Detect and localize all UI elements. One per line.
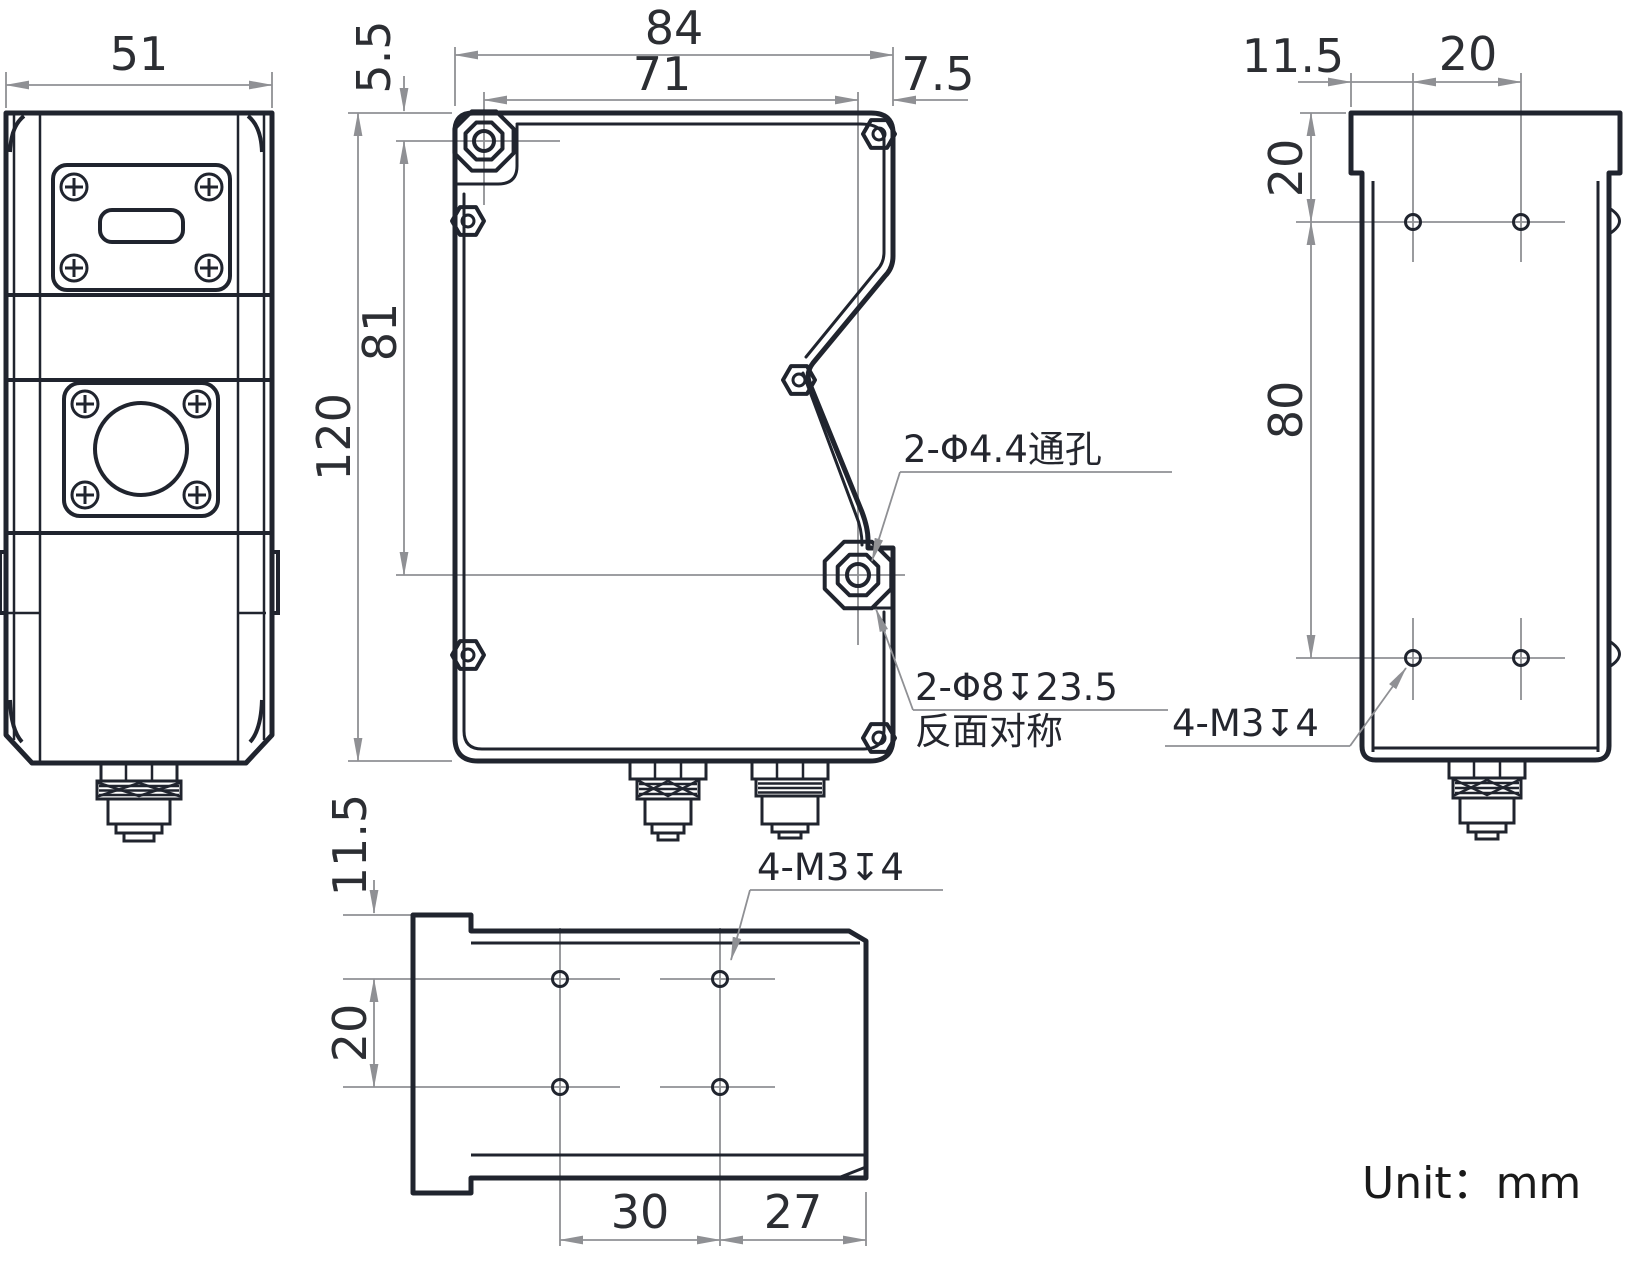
side-note-through-holes: 2-Φ4.4通孔	[871, 428, 1172, 562]
ethernet-connector	[750, 759, 830, 840]
dim-label-84: 84	[645, 1, 704, 55]
phillips-screw	[194, 172, 224, 202]
phillips-screw	[194, 253, 224, 283]
side-tab-right	[272, 550, 280, 615]
mounting-boss-mid-right	[822, 539, 894, 611]
dim-label-b20: 20	[323, 1004, 377, 1063]
back-body-outline	[1348, 110, 1623, 763]
lens-panel	[62, 381, 220, 518]
dim-label-51: 51	[110, 27, 169, 81]
hex-screw	[450, 205, 486, 237]
front-body-outline	[3, 110, 275, 766]
bottom-note-threaded-holes: 4-M3↧4	[730, 846, 943, 961]
bottom-dim-20: 20	[323, 978, 379, 1088]
m12-connector	[95, 761, 183, 843]
back-dim-80: 80	[1259, 221, 1316, 659]
lens-opening	[93, 401, 189, 497]
note-m3-label: 4-M3↧4	[1172, 702, 1319, 745]
side-dim-84: 84	[454, 1, 894, 60]
side-body-outline	[452, 110, 896, 764]
back-dim-20-left: 20	[1259, 112, 1316, 223]
hex-screw	[861, 722, 897, 754]
phillips-screw	[70, 480, 100, 510]
back-note-threaded-holes: 4-M3↧4	[1165, 667, 1407, 747]
dim-label-30: 30	[611, 1185, 670, 1239]
m12-connector-back	[1447, 758, 1527, 841]
indicator-panel	[51, 163, 232, 292]
bottom-dim-27: 27	[719, 1185, 867, 1245]
side-dim-7-5: 7.5	[892, 47, 975, 105]
hex-screw	[861, 118, 897, 150]
back-dim-11-5: 11.5	[1242, 29, 1413, 87]
bottom-dim-30: 30	[559, 1185, 721, 1245]
side-dim-120: 120	[307, 112, 363, 762]
dim-label-71: 71	[633, 47, 692, 101]
dim-label-5-5: 5.5	[347, 20, 401, 93]
back-view: 11.5 20 20 80 4-M3↧4	[1165, 27, 1623, 841]
dim-label-80: 80	[1259, 381, 1313, 440]
hex-screw	[781, 364, 817, 396]
bottom-extension-lines	[343, 914, 867, 1246]
dim-label-20-top: 20	[1439, 27, 1498, 81]
phillips-screw	[59, 172, 89, 202]
dim-label-81: 81	[353, 303, 407, 362]
front-view: 51	[0, 27, 280, 843]
dim-label-27: 27	[764, 1185, 823, 1239]
phillips-screw	[59, 253, 89, 283]
dim-label-7-5: 7.5	[901, 47, 974, 101]
dim-label-20-left: 20	[1259, 139, 1313, 198]
phillips-screw	[70, 389, 100, 419]
hex-screw	[450, 639, 486, 671]
front-dim-51: 51	[5, 27, 273, 108]
phillips-screw	[182, 480, 212, 510]
m12-power-connector	[628, 759, 708, 842]
note-through-holes-label: 2-Φ4.4通孔	[903, 428, 1102, 471]
dim-label-120: 120	[307, 393, 361, 481]
bottom-body-outline	[410, 912, 869, 1196]
side-dim-71: 71	[483, 47, 859, 105]
side-extension-lines	[348, 47, 905, 762]
phillips-screw	[182, 389, 212, 419]
side-view: 84 71 7.5 5.5 81 120	[307, 1, 1172, 842]
side-tab-left	[0, 550, 6, 615]
note-counterbore-label2: 反面对称	[915, 710, 1063, 753]
dim-label-11-5: 11.5	[1242, 29, 1344, 83]
dim-label-b11-5: 11.5	[323, 794, 377, 896]
note-m3-bottom-label: 4-M3↧4	[757, 846, 904, 889]
back-extension-lines	[1296, 73, 1565, 700]
note-counterbore-label: 2-Φ8↧23.5	[915, 666, 1118, 709]
unit-label: Unit：mm	[1362, 1158, 1581, 1209]
bottom-view: 11.5 20 30 27 4-M3↧4	[323, 794, 943, 1246]
indicator-window	[98, 208, 185, 244]
back-dim-20-top: 20	[1412, 27, 1522, 87]
m3-holes-bottom	[551, 970, 729, 1096]
side-dim-5-5: 5.5	[347, 20, 409, 112]
side-note-counterbore: 2-Φ8↧23.5 反面对称	[875, 608, 1168, 753]
mounting-boss-top-left	[452, 109, 516, 173]
bottom-dim-11-5: 11.5	[323, 794, 379, 914]
side-dim-81: 81	[353, 140, 409, 576]
m3-holes	[1404, 213, 1530, 667]
